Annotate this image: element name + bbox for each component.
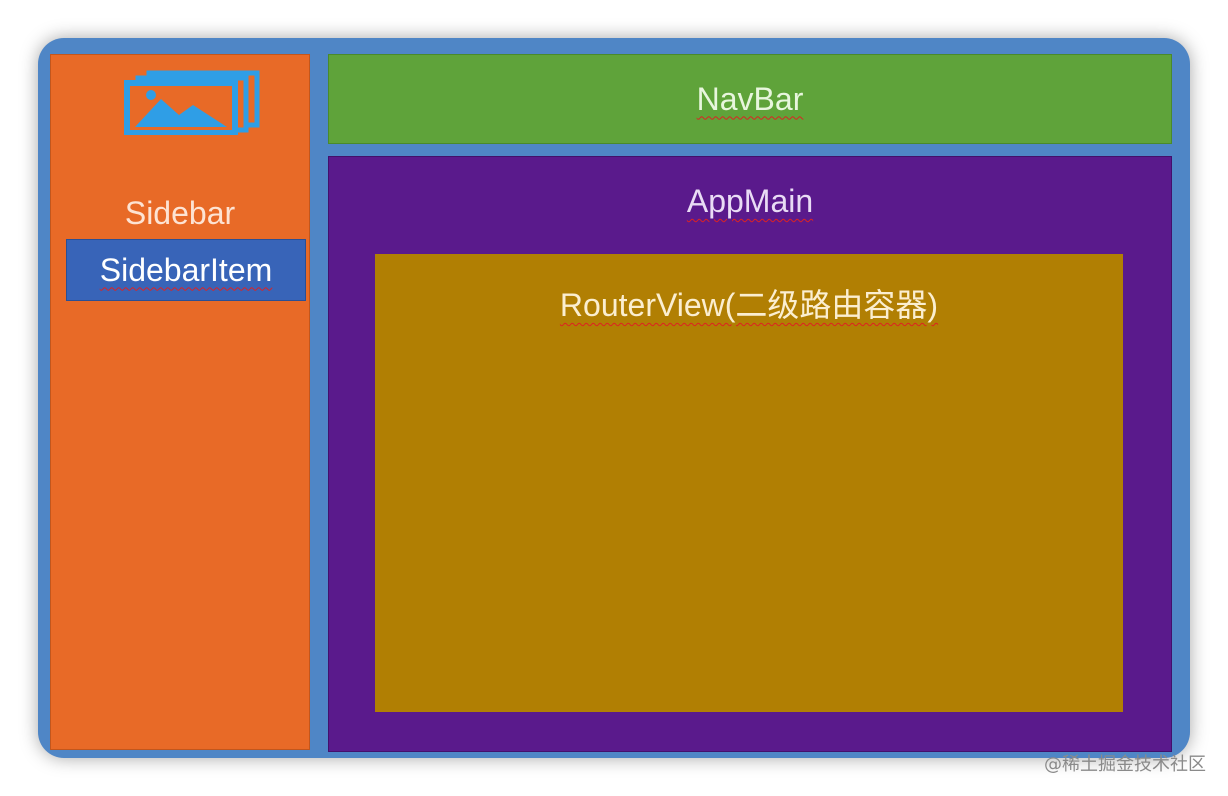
appmain-label-wrap: AppMain (329, 183, 1171, 220)
sidebar-item-label: SidebarItem (99, 251, 273, 288)
routerview-box: RouterView(二级路由容器) (375, 254, 1123, 712)
sidebar-box: Sidebar SidebarItem (50, 54, 310, 750)
routerview-label-wrap: RouterView(二级路由容器) (375, 280, 1123, 326)
routerview-label: RouterView(二级路由容器) (559, 287, 939, 323)
layout-frame: Sidebar SidebarItem NavBar AppMain Route… (38, 38, 1190, 758)
image-gallery-icon (124, 70, 260, 135)
appmain-box: AppMain RouterView(二级路由容器) (328, 156, 1172, 752)
sidebar-label: Sidebar (124, 195, 236, 231)
watermark: @稀土掘金技术社区 (1044, 754, 1206, 775)
navbar-box: NavBar (328, 54, 1172, 144)
sidebar-item-box: SidebarItem (66, 239, 306, 301)
navbar-label: NavBar (696, 80, 804, 117)
appmain-label: AppMain (686, 183, 814, 219)
